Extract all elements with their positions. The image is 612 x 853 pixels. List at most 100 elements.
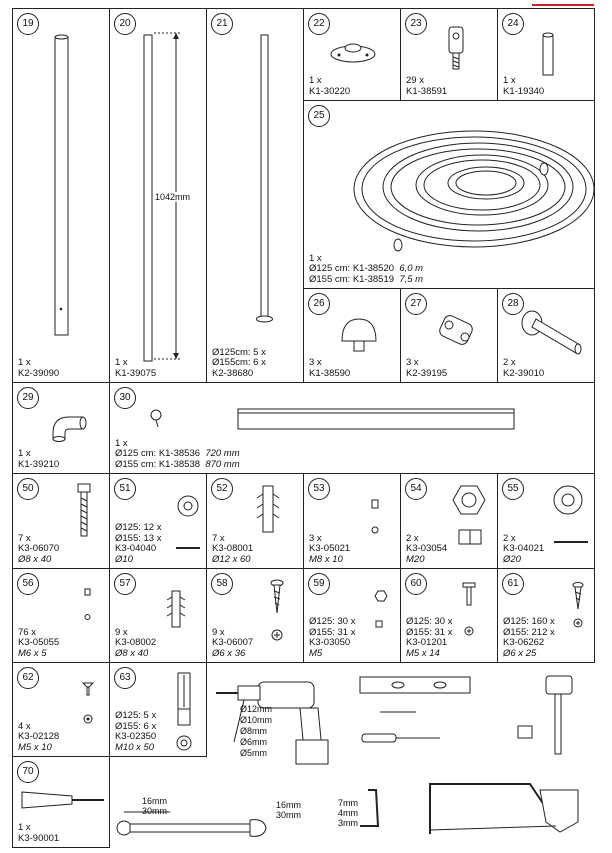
hex-key-size-label: 4mm bbox=[338, 808, 358, 818]
drill-bit-label: Ø10mm bbox=[240, 715, 273, 725]
part-number: 53 bbox=[308, 478, 330, 500]
mallet-icon bbox=[545, 675, 573, 755]
part-number: 63 bbox=[114, 667, 136, 689]
part-number: 29 bbox=[17, 387, 39, 409]
part-number: 59 bbox=[308, 573, 330, 595]
hex-key-size-label: 3mm bbox=[338, 818, 358, 828]
part-number: 62 bbox=[17, 667, 39, 689]
hose-coil-icon bbox=[353, 130, 594, 252]
dome-cap-icon bbox=[341, 318, 377, 352]
tape-measure-icon bbox=[517, 725, 533, 739]
part-number: 28 bbox=[502, 293, 524, 315]
wrench-size-label: 16mm bbox=[276, 800, 302, 810]
wood-screw-icon bbox=[270, 579, 284, 641]
part-number: 55 bbox=[502, 478, 524, 500]
part-number: 21 bbox=[211, 13, 233, 35]
spirit-level-icon bbox=[359, 676, 471, 713]
tapping-screw-icon bbox=[572, 582, 584, 628]
hacksaw-icon bbox=[429, 783, 579, 834]
cap-plate-icon bbox=[330, 43, 376, 63]
profile-rail-icon bbox=[150, 408, 515, 430]
part-number: 27 bbox=[405, 293, 427, 315]
part-number: 61 bbox=[502, 573, 524, 595]
part-number: 25 bbox=[308, 105, 330, 127]
part-number: 54 bbox=[405, 478, 427, 500]
anchor-bolt-icon bbox=[176, 672, 192, 751]
clip-icon bbox=[448, 26, 464, 70]
elbow-icon bbox=[52, 416, 87, 442]
part-number: 50 bbox=[17, 478, 39, 500]
tube-icon bbox=[54, 34, 69, 336]
part-number: 70 bbox=[17, 761, 39, 783]
washer-icon bbox=[176, 495, 200, 549]
clamp-icon bbox=[439, 315, 473, 345]
part-number: 52 bbox=[211, 478, 233, 500]
hex-nut-icon bbox=[452, 485, 486, 545]
part-number: 24 bbox=[502, 13, 524, 35]
small-plug-icon bbox=[166, 590, 186, 628]
wall-bracket-icon bbox=[521, 310, 582, 355]
machine-screw-icon bbox=[462, 582, 476, 636]
dimension-label: 1042mm bbox=[155, 192, 191, 202]
part-number: 23 bbox=[405, 13, 427, 35]
lag-screw-icon bbox=[77, 483, 91, 537]
wrench-size-label: 30mm bbox=[142, 806, 168, 816]
wrench-icon bbox=[116, 811, 267, 837]
sleeve-icon bbox=[542, 32, 554, 76]
grub-screw-icon bbox=[371, 499, 379, 534]
part-number: 51 bbox=[114, 478, 136, 500]
part-number: 22 bbox=[308, 13, 330, 35]
part-number: 19 bbox=[17, 13, 39, 35]
screwdriver-icon bbox=[361, 733, 440, 743]
large-washer-icon bbox=[553, 485, 588, 543]
part-number: 57 bbox=[114, 573, 136, 595]
drill-bit-label: Ø8mm bbox=[240, 726, 267, 736]
hex-key-size-label: 7mm bbox=[338, 798, 358, 808]
header-accent-line bbox=[532, 4, 594, 6]
drill-bit-label: Ø12mm bbox=[240, 704, 273, 714]
